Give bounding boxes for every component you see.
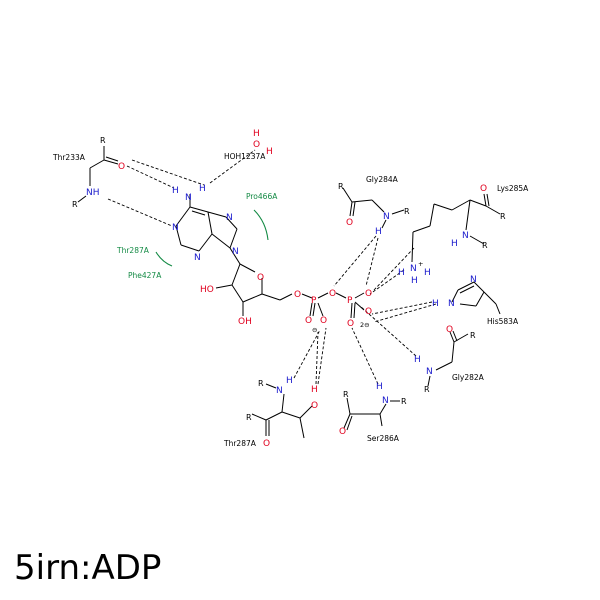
charge-plus: + bbox=[418, 260, 423, 268]
atom-r-2: R bbox=[404, 207, 410, 216]
atom-h: H bbox=[375, 227, 382, 237]
atom-h: H bbox=[414, 355, 421, 365]
atom-r: R bbox=[343, 390, 349, 399]
atom-r: R bbox=[500, 212, 506, 221]
hydrophobic-arc-pro466 bbox=[253, 209, 269, 241]
atom-r-2: R bbox=[424, 385, 430, 394]
residue-label-lys285: Lys285A bbox=[497, 184, 529, 193]
atom-h: H bbox=[286, 376, 293, 386]
atom-h-1: H bbox=[398, 268, 405, 278]
atom-p-beta: P bbox=[347, 296, 353, 306]
residue-label-his583: His583A bbox=[487, 317, 519, 326]
hydrophobic-label-thr287: Thr287A bbox=[116, 246, 150, 255]
atom-n9: N bbox=[232, 247, 239, 257]
atom-r-2: R bbox=[401, 397, 407, 406]
residue-his583: H N N His583A bbox=[432, 275, 519, 326]
atom-h-oh: H bbox=[311, 385, 318, 395]
atom-nh: NH bbox=[86, 188, 100, 198]
atom-o: O bbox=[446, 325, 453, 335]
atom-o-water: O bbox=[253, 140, 260, 150]
atom-o-alpha-2: O bbox=[320, 316, 327, 326]
atom-o: O bbox=[480, 184, 487, 194]
atom-n: N bbox=[383, 212, 390, 222]
hydrophobic-contacts bbox=[155, 209, 269, 267]
atom-h-water-1: H bbox=[253, 129, 260, 139]
residue-lys285: O R N H R N + H H H Lys285A bbox=[398, 184, 529, 286]
residue-label-gly284: Gly284A bbox=[366, 175, 399, 184]
residue-label-ser286: Ser286A bbox=[367, 434, 400, 443]
atom-n: N bbox=[462, 231, 469, 241]
atom-o-alpha-1: O bbox=[305, 316, 312, 326]
atom-h-2: H bbox=[411, 276, 418, 286]
atom-h-amine-2: H bbox=[199, 184, 206, 194]
atom-n: N bbox=[426, 367, 433, 377]
atom-o: O bbox=[118, 162, 125, 172]
charge-2minus-beta: 2⊖ bbox=[360, 321, 370, 329]
hydrophobic-arc-thr287-phe427 bbox=[155, 251, 173, 267]
ribose: O HO OH O bbox=[200, 273, 301, 327]
hydrophobic-label-pro466: Pro466A bbox=[246, 192, 278, 201]
atom-r: R bbox=[470, 331, 476, 340]
atom-o-5prime: O bbox=[294, 290, 301, 300]
atom-r-2: R bbox=[246, 413, 252, 422]
atom-o: O bbox=[339, 427, 346, 437]
atom-o: O bbox=[263, 439, 270, 449]
atom-r-2: R bbox=[482, 241, 488, 250]
atom-oh-3prime: OH bbox=[238, 317, 252, 327]
atom-r-2: R bbox=[72, 200, 78, 209]
residue-label-gly282: Gly282A bbox=[452, 373, 485, 382]
residue-label-thr287: Thr287A bbox=[223, 439, 257, 448]
atom-p-alpha: P bbox=[311, 296, 317, 306]
hydrogen-bonds bbox=[107, 149, 437, 385]
hydrophobic-label-phe427: Phe427A bbox=[128, 271, 162, 280]
atom-n1: N bbox=[172, 223, 179, 233]
atom-nplus: N bbox=[410, 264, 417, 274]
charge-minus-alpha: ⊖ bbox=[312, 326, 317, 334]
atom-h-water-2: H bbox=[266, 147, 273, 157]
residue-thr287: R N H H O R O Thr287A bbox=[223, 376, 318, 449]
adenine: N H H N N N N bbox=[172, 184, 239, 263]
residue-gly284: R O N R H Gly284A bbox=[338, 175, 410, 237]
atom-o-beta-2: O bbox=[365, 307, 372, 317]
covalent-bonds bbox=[77, 146, 501, 439]
atom-r: R bbox=[338, 182, 344, 191]
residue-ser286: R H N R O Ser286A bbox=[339, 382, 407, 443]
atom-h-3: H bbox=[424, 268, 431, 278]
atom-n-ring-2: N bbox=[470, 275, 477, 285]
atom-h: H bbox=[451, 239, 458, 249]
atom-o-bridge: O bbox=[329, 289, 336, 299]
atom-r: R bbox=[258, 379, 264, 388]
atom-n-ring-1: N bbox=[448, 299, 455, 309]
water-hoh1237: H O H HOH1237A bbox=[224, 129, 273, 161]
hydrophobic-labels: Pro466A Thr287A Phe427A bbox=[116, 192, 278, 280]
atom-n-amine: N bbox=[185, 193, 192, 203]
atom-o: O bbox=[346, 218, 353, 228]
atom-ho-2prime: HO bbox=[200, 285, 214, 295]
atom-n: N bbox=[382, 396, 389, 406]
atom-h: H bbox=[432, 299, 439, 309]
atom-n: N bbox=[276, 386, 283, 396]
residue-thr233: R O NH R Thr233A bbox=[52, 136, 125, 209]
atom-o-beta-1: O bbox=[365, 289, 372, 299]
atom-o-beta-3: O bbox=[347, 319, 354, 329]
atom-n3: N bbox=[194, 253, 201, 263]
residue-label-hoh1237: HOH1237A bbox=[224, 152, 266, 161]
atom-r: R bbox=[100, 136, 106, 145]
atom-o-oh: O bbox=[311, 401, 318, 411]
phosphates: P O O O ⊖ P O O O 2⊖ bbox=[305, 289, 372, 334]
atom-h-amine-1: H bbox=[172, 186, 179, 196]
atom-h: H bbox=[376, 382, 383, 392]
atom-o-ring: O bbox=[257, 273, 264, 283]
page-title: 5irn:ADP bbox=[14, 548, 162, 588]
atom-n7: N bbox=[226, 213, 233, 223]
residue-gly282: O R H N R Gly282A bbox=[414, 325, 485, 394]
residue-label-thr233: Thr233A bbox=[52, 153, 86, 162]
